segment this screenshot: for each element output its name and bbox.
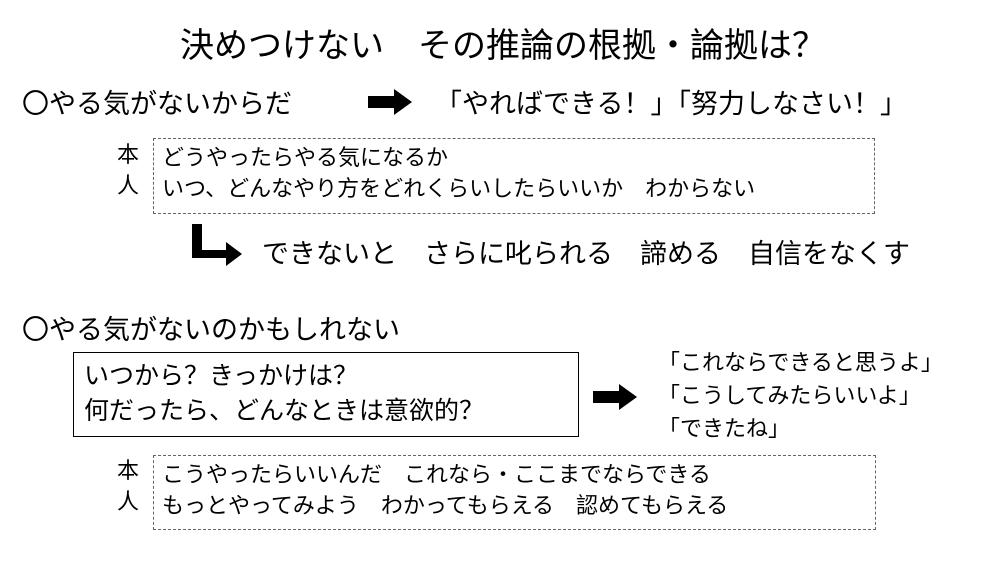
side-label-char: 人 bbox=[116, 490, 139, 515]
section2-heading: 〇やる気がないのかもしれない bbox=[22, 315, 400, 346]
section2-dashed-box: こうやったらいいんだ これなら・ここまでならできる もっとやってみよう わかって… bbox=[153, 455, 876, 530]
side-label-char: 本 bbox=[116, 459, 139, 484]
section1-heading: 〇やる気がないからだ bbox=[22, 89, 292, 120]
side-label-char: 本 bbox=[116, 143, 139, 168]
box-line: どうやったらやる気になるか bbox=[162, 146, 449, 171]
right-arrow-icon bbox=[368, 89, 412, 115]
page-title: 決めつけない その推論の根拠・論拠は？ bbox=[180, 26, 826, 66]
box-line: いつ、どんなやり方をどれくらいしたらいいか わからない bbox=[162, 177, 756, 202]
section1-dashed-box: どうやったらやる気になるか いつ、どんなやり方をどれくらいしたらいいか わからな… bbox=[153, 138, 875, 214]
section2-quotes: 「これならできると思うよ」 「こうしてみたらいいよ」 「できたね」 bbox=[658, 347, 943, 446]
section1-side-label: 本 人 bbox=[113, 140, 143, 202]
question-box: いつから？きっかけは？ 何だったら、どんなときは意欲的？ bbox=[73, 352, 579, 437]
section1-result: できないと さらに叱られる 諦める 自信をなくす bbox=[262, 239, 910, 270]
box-line: もっとやってみよう わかってもらえる 認めてもらえる bbox=[162, 494, 729, 519]
box-line: こうやったらいいんだ これなら・ここまでならできる bbox=[162, 463, 711, 488]
side-label-char: 人 bbox=[116, 174, 139, 199]
right-arrow-icon bbox=[593, 384, 637, 410]
quote-line: 「これならできると思うよ」 bbox=[658, 351, 943, 376]
quote-line: 「こうしてみたらいいよ」 bbox=[658, 384, 921, 409]
question-line: 何だったら、どんなときは意欲的？ bbox=[84, 396, 485, 425]
quote-line: 「できたね」 bbox=[658, 417, 791, 442]
question-line: いつから？きっかけは？ bbox=[84, 361, 359, 390]
section2-side-label: 本 人 bbox=[113, 456, 143, 518]
section1-quote: 「やればできる！」「努力しなさい！」 bbox=[435, 89, 907, 120]
elbow-arrow-icon bbox=[192, 224, 242, 266]
